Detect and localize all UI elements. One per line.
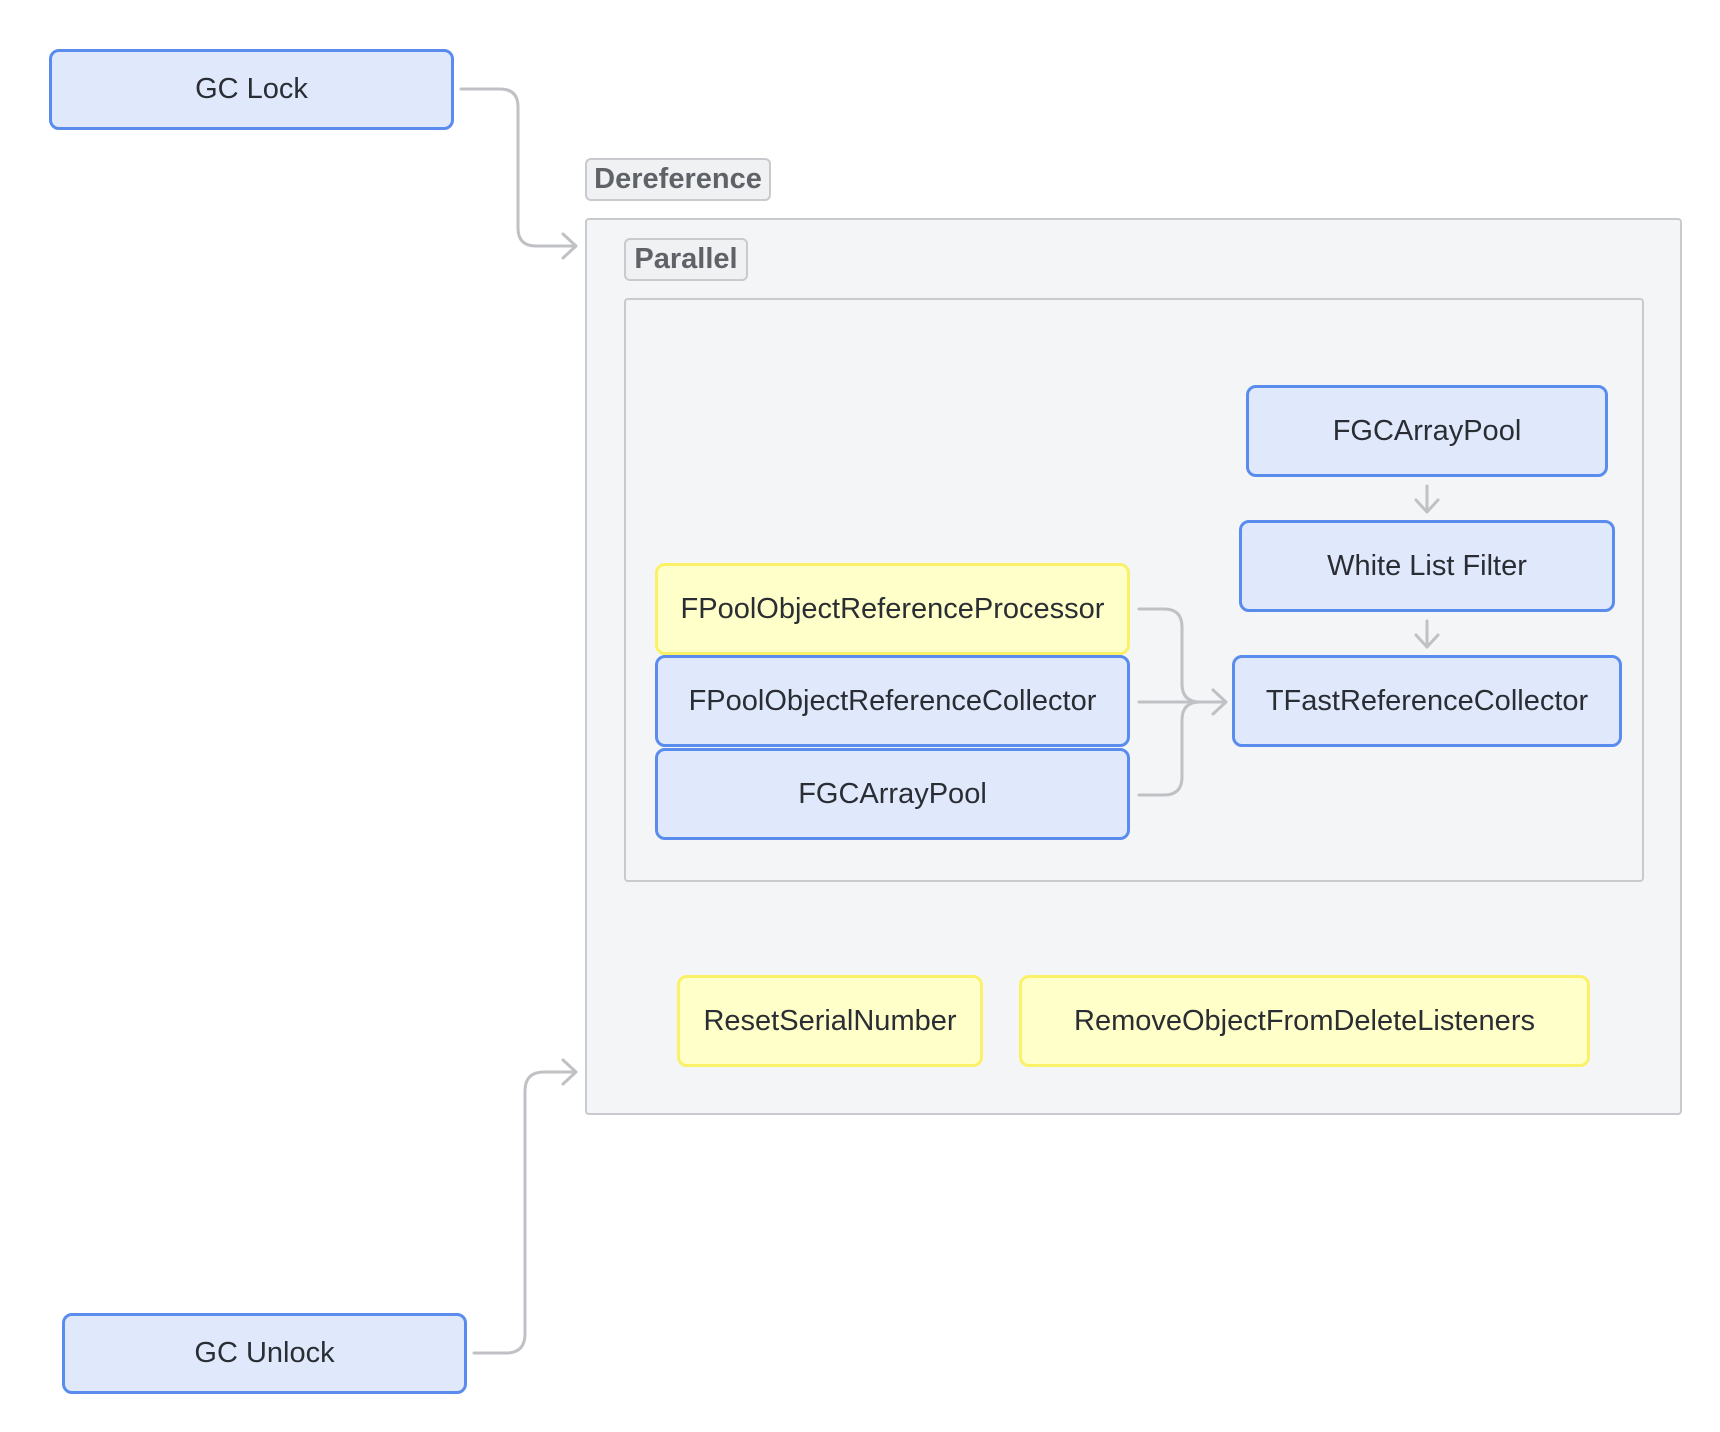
node-remove-object-from-delete-listeners[interactable]: RemoveObjectFromDeleteListeners bbox=[1019, 975, 1590, 1067]
arrowhead-gc-lock bbox=[561, 232, 578, 260]
dereference-group-label: Dereference bbox=[585, 158, 771, 201]
node-reset-serial-number[interactable]: ResetSerialNumber bbox=[677, 975, 983, 1067]
node-fpool-object-reference-collector[interactable]: FPoolObjectReferenceCollector bbox=[655, 655, 1130, 747]
arrowhead-gc-unlock bbox=[561, 1058, 578, 1086]
node-fgcarraypool-top[interactable]: FGCArrayPool bbox=[1246, 385, 1608, 477]
node-gc-lock[interactable]: GC Lock bbox=[49, 49, 454, 130]
node-gc-unlock[interactable]: GC Unlock bbox=[62, 1313, 467, 1394]
edge-gc-unlock-to-dereference bbox=[472, 1070, 577, 1355]
parallel-group-label: Parallel bbox=[624, 238, 748, 281]
edge-gc-lock-to-dereference bbox=[459, 87, 577, 248]
node-white-list-filter[interactable]: White List Filter bbox=[1239, 520, 1615, 612]
node-fgcarraypool-bottom[interactable]: FGCArrayPool bbox=[655, 748, 1130, 840]
node-fpool-object-reference-processor[interactable]: FPoolObjectReferenceProcessor bbox=[655, 563, 1130, 655]
node-tfast-reference-collector[interactable]: TFastReferenceCollector bbox=[1232, 655, 1622, 747]
